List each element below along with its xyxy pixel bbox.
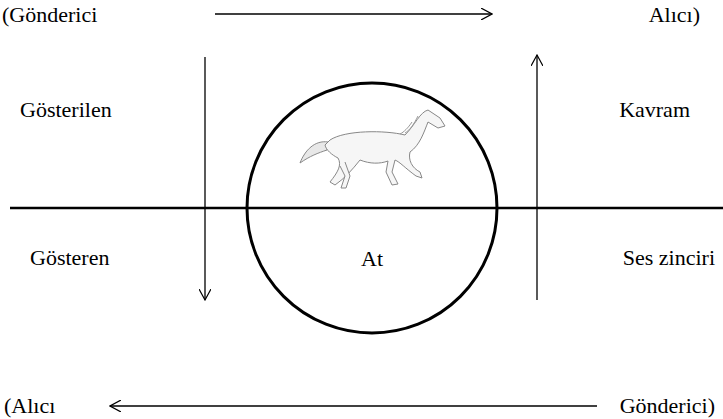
role-label: (Alıcı <box>4 393 55 418</box>
flow-arrow <box>215 13 492 14</box>
horse-illustration <box>300 110 445 188</box>
role-label: (Gönderici <box>2 2 97 27</box>
role-label: Kavram <box>619 97 690 122</box>
divider-line <box>10 207 723 210</box>
flow-arrow <box>204 57 205 300</box>
role-label: Gönderici) <box>620 393 715 418</box>
sign-word: At <box>361 246 383 271</box>
circle-outline <box>245 81 499 335</box>
role-label: Gösteren <box>30 245 109 270</box>
flow-arrow <box>536 55 537 300</box>
role-label: Gösterilen <box>20 97 112 122</box>
role-label: Alıcı) <box>649 2 700 27</box>
sign-circle: At <box>245 81 499 335</box>
flow-arrow <box>110 405 597 406</box>
role-label: Ses zinciri <box>623 245 715 270</box>
